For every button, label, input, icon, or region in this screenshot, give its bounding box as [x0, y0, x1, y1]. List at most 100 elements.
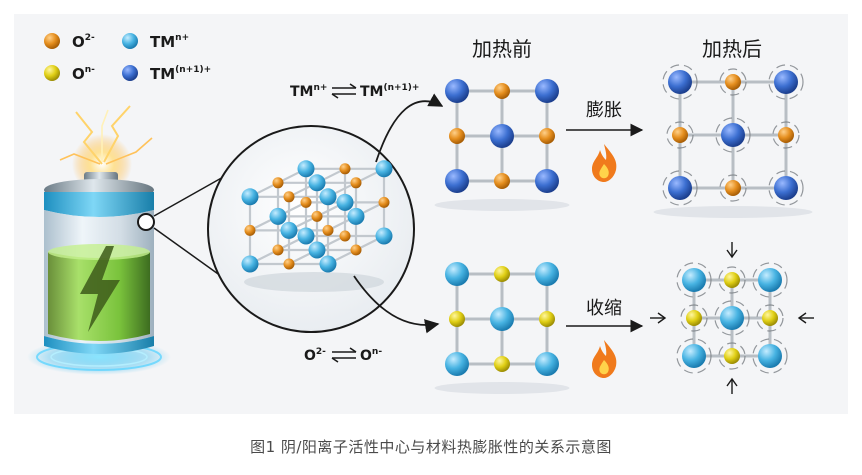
- compression-arrows: [650, 242, 814, 394]
- lattice-atom: [774, 176, 798, 200]
- compress-arrow-right-icon: [797, 312, 814, 324]
- lattice-atom: [539, 128, 555, 144]
- lattice-atom: [490, 307, 514, 331]
- lattice-magnifier: [207, 125, 415, 333]
- lattice-atom: [539, 311, 555, 327]
- lattice-atom: [535, 169, 559, 193]
- vibration-halo: [718, 342, 746, 370]
- cation-redox-equation: TMn+ TM(n+1)+: [290, 83, 419, 100]
- anion-right-species: On-: [360, 347, 382, 364]
- lattice-atom: [297, 160, 315, 178]
- lattice-atom: [347, 207, 365, 225]
- lattice-atom: [280, 221, 298, 239]
- compress-arrow-left-icon: [650, 312, 667, 324]
- battery-illustration: [27, 105, 171, 375]
- lattice-atom: [244, 224, 256, 236]
- lattice-atom: [339, 230, 351, 242]
- lattice-atom: [297, 227, 315, 245]
- lattice-atom: [725, 180, 741, 196]
- equilibrium-arrows-icon: [331, 83, 357, 99]
- vibration-halo: [768, 64, 804, 100]
- lattice-atom: [300, 196, 312, 208]
- lattice-atom: [725, 74, 741, 90]
- lattice-atom: [535, 79, 559, 103]
- vibration-halo: [756, 304, 784, 332]
- lattice-atom: [490, 124, 514, 148]
- lattice-atom: [311, 210, 323, 222]
- legend-item-o2: O2-: [44, 33, 95, 51]
- lattice-atom: [445, 262, 469, 286]
- lattice-atom: [724, 272, 740, 288]
- lattice-atom: [283, 258, 295, 270]
- lattice-atom: [535, 352, 559, 376]
- anion-lattice-after: [676, 262, 788, 374]
- lattice-atom: [494, 356, 510, 372]
- lattice-atom: [494, 266, 510, 282]
- anion-left-species: O2-: [304, 347, 326, 364]
- flame-icon: [592, 340, 617, 378]
- lattice-atom: [378, 196, 390, 208]
- lattice-atom: [682, 344, 706, 368]
- lattice-atom: [283, 191, 295, 203]
- lattice-atom: [308, 174, 326, 192]
- lattice-atom: [375, 160, 393, 178]
- lattice-atom: [672, 127, 688, 143]
- cation-right-species: TM(n+1)+: [360, 83, 419, 100]
- lattice-atom: [494, 173, 510, 189]
- diagram-canvas: O2- TMn+ On- TM(n+1)+: [27, 33, 814, 394]
- lattice-atom: [375, 227, 393, 245]
- arrow-to-anion-lattice: [353, 275, 440, 334]
- legend-swatch-on: [44, 65, 60, 81]
- lattice-atom: [720, 306, 744, 330]
- vibration-halo: [772, 121, 800, 149]
- battery-zoom-spot: [137, 213, 155, 231]
- lightning-icon: [80, 246, 120, 332]
- lattice-atom: [668, 176, 692, 200]
- compress-arrow-top-icon: [726, 242, 738, 259]
- lattice-atom: [241, 188, 259, 206]
- header-after-heating: 加热后: [702, 37, 762, 61]
- lattice-atom: [272, 177, 284, 189]
- lattice-atom: [445, 79, 469, 103]
- anion-lattice-before: [434, 262, 570, 394]
- lattice-atom: [724, 348, 740, 364]
- header-before-heating: 加热前: [472, 37, 532, 61]
- vibration-halo: [714, 300, 750, 336]
- cation-left-species: TMn+: [290, 83, 327, 100]
- vibration-halo: [719, 68, 747, 96]
- lattice-atom: [445, 169, 469, 193]
- lattice-atom: [682, 268, 706, 292]
- lattice-atom: [336, 193, 354, 211]
- lattice-atom: [758, 344, 782, 368]
- lattice-atom: [686, 310, 702, 326]
- contraction-process: 收缩: [566, 298, 644, 378]
- figure-caption: 图1 阴/阳离子活性中心与材料热膨胀性的关系示意图: [250, 438, 612, 456]
- legend-item-tmn: TMn+: [122, 33, 189, 51]
- vibration-halo: [715, 117, 751, 153]
- legend-label-tmn: TMn+: [150, 33, 189, 51]
- vibration-halo: [718, 266, 746, 294]
- legend: O2- TMn+ On- TM(n+1)+: [44, 33, 211, 83]
- contraction-label: 收缩: [586, 298, 622, 319]
- cation-lattice-after: [653, 64, 813, 218]
- legend-label-o2: O2-: [72, 33, 95, 51]
- expansion-label: 膨胀: [586, 100, 622, 121]
- legend-swatch-tmn1: [122, 65, 138, 81]
- vibration-halo: [752, 262, 788, 298]
- vibration-halo: [662, 64, 698, 100]
- lattice-atom: [774, 70, 798, 94]
- lattice-atom: [319, 188, 337, 206]
- vibration-halo: [662, 170, 698, 206]
- lattice-atom: [241, 255, 259, 273]
- arrow-to-cation-lattice: [375, 93, 444, 163]
- lattice-atom: [721, 123, 745, 147]
- legend-swatch-tmn: [122, 33, 138, 49]
- lattice-atom: [269, 207, 287, 225]
- diagram-figure: O2- TMn+ On- TM(n+1)+: [14, 14, 848, 414]
- lattice-atom: [668, 70, 692, 94]
- lattice-atom: [778, 127, 794, 143]
- expansion-process: 膨胀: [566, 100, 644, 182]
- vibration-halo: [676, 262, 712, 298]
- vibration-halo: [752, 338, 788, 374]
- lattice-atom: [758, 268, 782, 292]
